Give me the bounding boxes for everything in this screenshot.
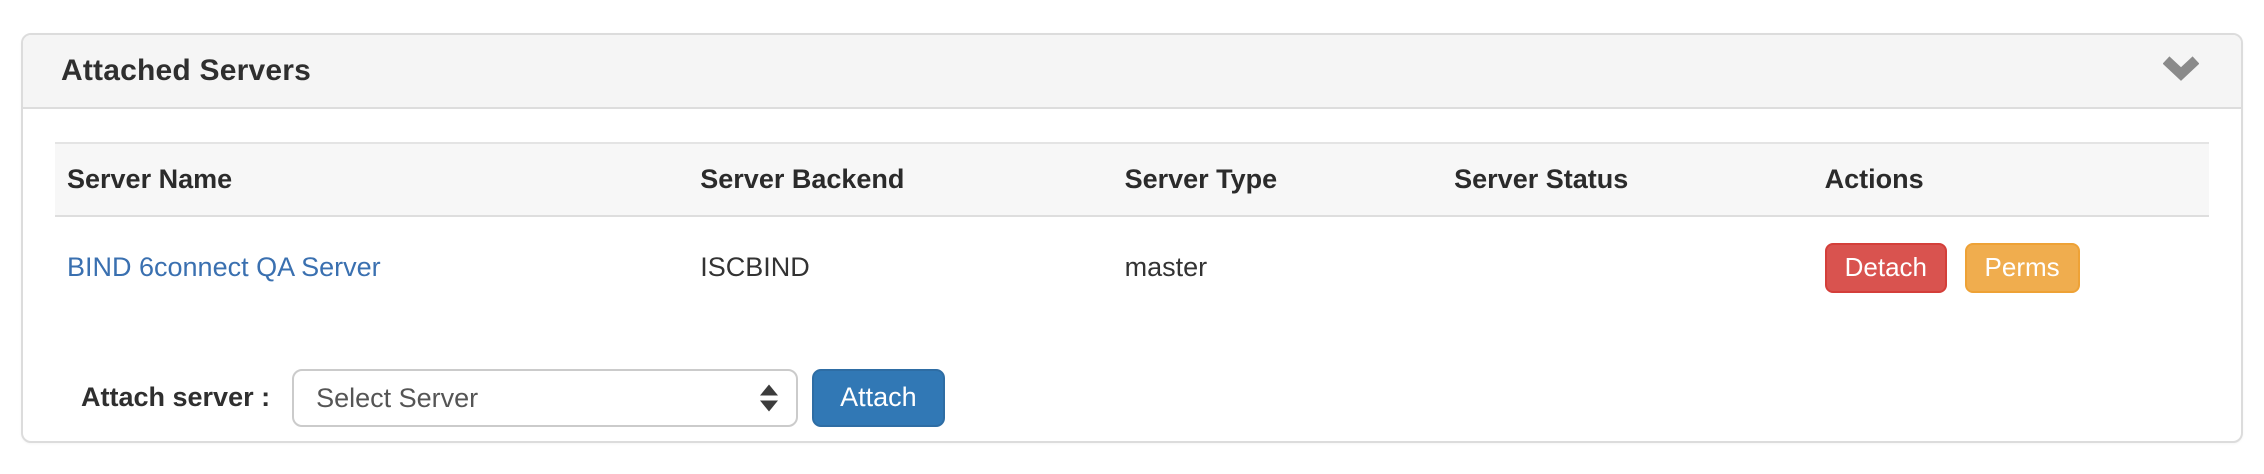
attach-server-label: Attach server : — [81, 382, 271, 413]
attach-button[interactable]: Attach — [812, 368, 945, 427]
col-header-server-name: Server Name — [55, 142, 689, 217]
panel-body: Server Name Server Backend Server Type S… — [23, 109, 2241, 427]
col-header-server-status: Server Status — [1442, 142, 1813, 217]
attached-servers-panel: Attached Servers Server Name Server Back… — [21, 33, 2243, 443]
server-select[interactable]: Select Server — [292, 368, 799, 427]
table-header-row: Server Name Server Backend Server Type S… — [55, 142, 2209, 217]
servers-table: Server Name Server Backend Server Type S… — [55, 142, 2209, 323]
col-header-server-type: Server Type — [1112, 142, 1443, 217]
panel-title: Attached Servers — [61, 54, 311, 87]
panel-heading: Attached Servers — [23, 35, 2241, 109]
server-name-link[interactable]: BIND 6connect QA Server — [67, 252, 381, 283]
cell-server-backend: ISCBIND — [700, 252, 810, 283]
perms-button[interactable]: Perms — [1964, 243, 2080, 293]
col-header-actions: Actions — [1812, 142, 2209, 217]
table-row: BIND 6connect QA Server ISCBIND master D… — [55, 216, 2209, 323]
server-select-wrapper: Select Server — [292, 368, 799, 427]
cell-server-type: master — [1124, 252, 1208, 283]
detach-button[interactable]: Detach — [1824, 243, 1948, 293]
cell-server-name: BIND 6connect QA Server — [55, 216, 688, 323]
col-header-server-backend: Server Backend — [688, 142, 1113, 217]
collapse-toggle[interactable] — [2161, 51, 2201, 91]
attach-server-form: Attach server : Select Server Attach — [55, 368, 2209, 427]
chevron-down-icon — [2162, 55, 2200, 87]
cell-server-status — [1442, 216, 1812, 323]
cell-actions: Detach Perms — [1813, 216, 2209, 323]
